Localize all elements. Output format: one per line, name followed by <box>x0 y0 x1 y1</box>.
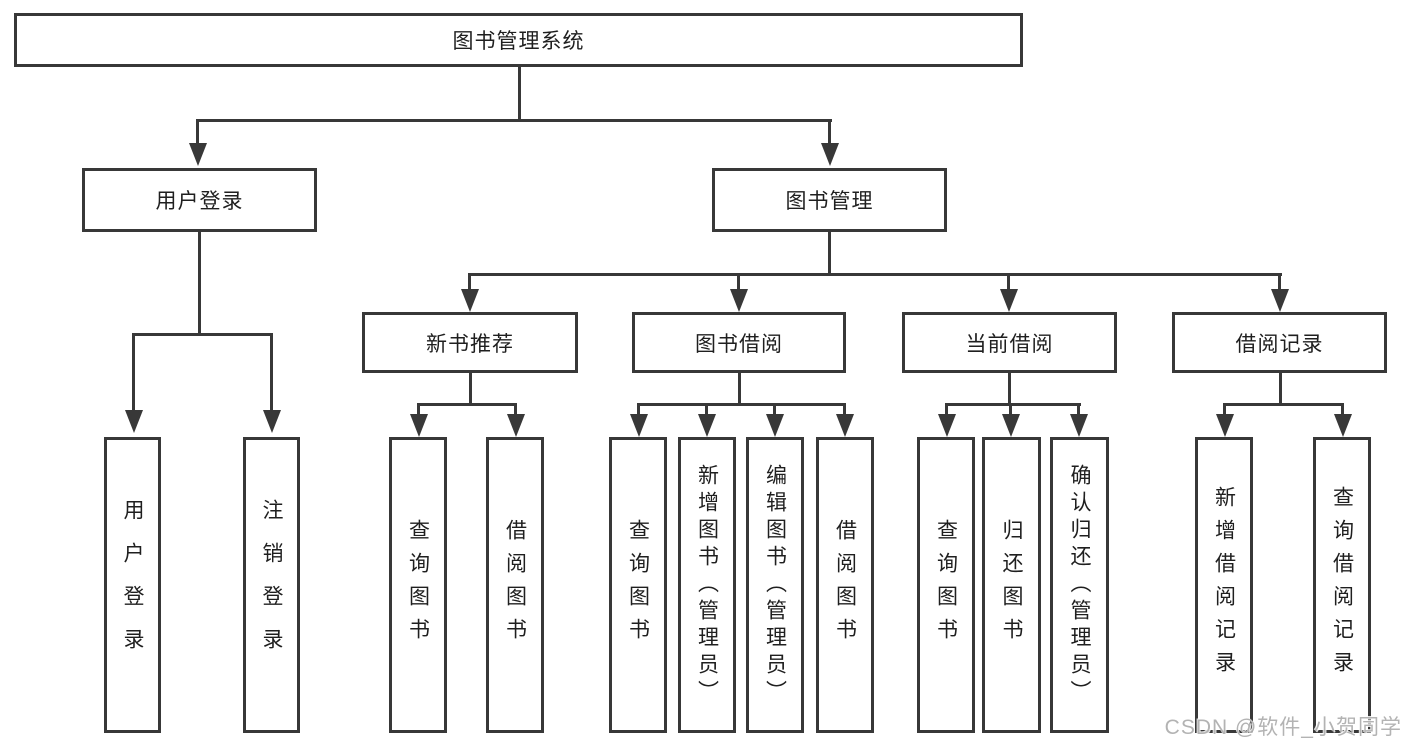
node-query-borrow-record: 查询借阅记录 <box>1313 437 1371 733</box>
connector-trunk <box>738 373 741 405</box>
node-logout-leaf-label: 注销登录 <box>260 499 283 671</box>
connector-stem <box>132 333 135 411</box>
node-borrow-books: 借阅图书 <box>486 437 544 733</box>
connector-stem <box>514 403 517 417</box>
connector-user-login-trunk <box>198 232 201 335</box>
arrow-down-icon <box>821 143 839 166</box>
node-query-books: 查询图书 <box>389 437 447 733</box>
connector-stem <box>773 403 776 417</box>
leaf-label: 查询图书 <box>934 519 958 651</box>
connector-split <box>637 403 846 406</box>
connector-book-mgmt-trunk <box>828 232 831 275</box>
connector-stem <box>705 403 708 417</box>
node-borrowing-records: 借阅记录 <box>1172 312 1387 373</box>
node-logout-leaf: 注销登录 <box>243 437 300 733</box>
csdn-watermark: CSDN @软件_小贺同学 <box>1164 716 1402 739</box>
arrow-down-icon <box>1216 414 1234 437</box>
arrow-down-icon <box>461 289 479 312</box>
node-add-borrow-record: 新增借阅记录 <box>1195 437 1253 733</box>
arrow-down-icon <box>1000 289 1018 312</box>
connector-user-login-split <box>132 333 273 336</box>
connector-stem <box>737 273 740 291</box>
node-query-books: 查询图书 <box>609 437 667 733</box>
arrow-down-icon <box>938 414 956 437</box>
connector-stem <box>468 273 471 291</box>
connector-stem <box>637 403 640 417</box>
section-label: 图书借阅 <box>695 332 783 356</box>
arrow-down-icon <box>836 414 854 437</box>
arrow-down-icon <box>1070 414 1088 437</box>
node-add-books-admin: 新增图书（管理员） <box>678 437 736 733</box>
leaf-label: 编辑图书（管理员） <box>763 463 787 707</box>
arrow-down-icon <box>698 414 716 437</box>
leaf-label: 新增图书（管理员） <box>695 463 719 707</box>
connector-stem <box>1009 403 1012 417</box>
arrow-down-icon <box>766 414 784 437</box>
connector-trunk <box>1008 373 1011 405</box>
connector-split <box>417 403 517 406</box>
node-current-borrowing: 当前借阅 <box>902 312 1117 373</box>
connector-stem <box>1007 273 1010 291</box>
node-edit-books-admin: 编辑图书（管理员） <box>746 437 804 733</box>
arrow-down-icon <box>263 410 281 433</box>
node-user-login-leaf: 用户登录 <box>104 437 161 733</box>
arrow-down-icon <box>1334 414 1352 437</box>
connector-level1-split <box>196 119 832 122</box>
node-user-login-label: 用户登录 <box>155 190 244 213</box>
node-book-management: 图书管理 <box>712 168 947 232</box>
connector-stem <box>1223 403 1226 417</box>
leaf-label: 确认归还（管理员） <box>1068 463 1091 707</box>
connector-root-trunk <box>518 67 521 119</box>
section-label: 新书推荐 <box>426 332 514 356</box>
connector-stem <box>417 403 420 417</box>
leaf-label: 归还图书 <box>1000 519 1023 651</box>
node-root-label: 图书管理系统 <box>452 30 585 53</box>
node-book-management-label: 图书管理 <box>785 190 874 213</box>
node-borrow-books: 借阅图书 <box>816 437 874 733</box>
arrow-down-icon <box>410 414 428 437</box>
arrow-down-icon <box>1002 414 1020 437</box>
connector-stem <box>828 119 831 144</box>
node-user-login-leaf-label: 用户登录 <box>121 499 144 671</box>
node-book-borrowing: 图书借阅 <box>632 312 846 373</box>
arrow-down-icon <box>630 414 648 437</box>
leaf-label: 查询图书 <box>406 519 430 651</box>
node-query-books: 查询图书 <box>917 437 975 733</box>
connector-stem <box>1341 403 1344 417</box>
node-new-book-recommendation: 新书推荐 <box>362 312 578 373</box>
connector-stem <box>270 333 273 411</box>
leaf-label: 查询图书 <box>626 519 650 651</box>
node-return-books: 归还图书 <box>982 437 1041 733</box>
connector-stem <box>1278 273 1281 291</box>
connector-split <box>945 403 1081 406</box>
leaf-label: 借阅图书 <box>833 519 857 651</box>
node-confirm-return-admin: 确认归还（管理员） <box>1050 437 1109 733</box>
arrow-down-icon <box>1271 289 1289 312</box>
leaf-label: 借阅图书 <box>503 519 527 651</box>
section-label: 当前借阅 <box>965 332 1054 356</box>
arrow-down-icon <box>507 414 525 437</box>
connector-trunk <box>1279 373 1282 405</box>
connector-trunk <box>469 373 472 405</box>
connector-stem <box>945 403 948 417</box>
connector-stem <box>843 403 846 417</box>
connector-level2-split <box>468 273 1282 276</box>
connector-stem <box>1077 403 1080 417</box>
section-label: 借阅记录 <box>1235 332 1324 356</box>
arrow-down-icon <box>189 143 207 166</box>
arrow-down-icon <box>125 410 143 433</box>
connector-stem <box>196 119 199 144</box>
node-user-login: 用户登录 <box>82 168 317 232</box>
leaf-label: 查询借阅记录 <box>1330 486 1354 684</box>
node-root: 图书管理系统 <box>14 13 1023 67</box>
leaf-label: 新增借阅记录 <box>1212 486 1236 684</box>
arrow-down-icon <box>730 289 748 312</box>
connector-split <box>1223 403 1344 406</box>
